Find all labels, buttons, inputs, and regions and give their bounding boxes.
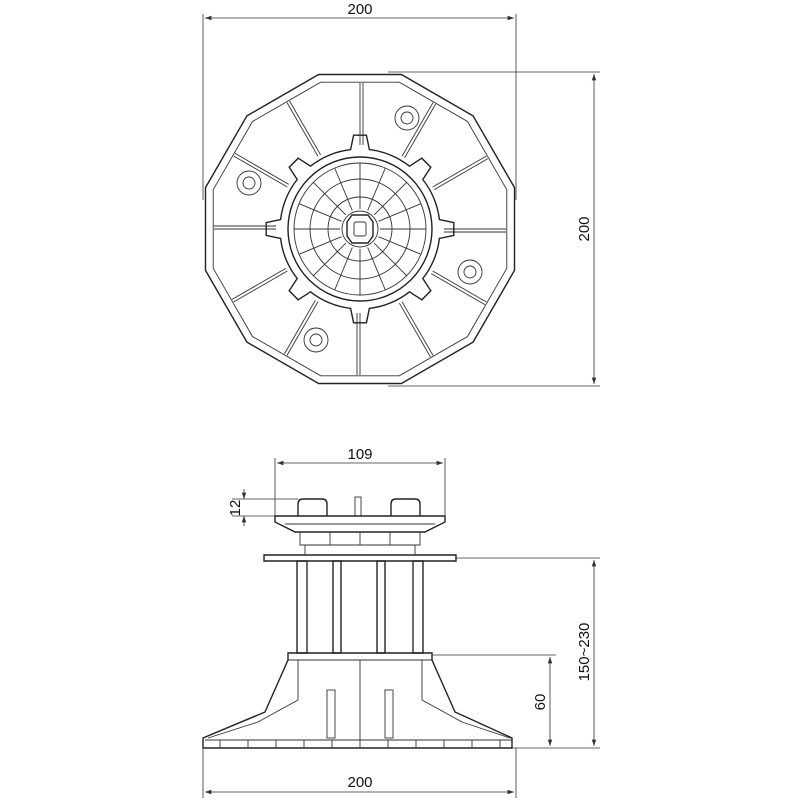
base-plate-outline: [204, 73, 516, 385]
base-plate-ribs: [214, 83, 506, 375]
threaded-shaft: [296, 560, 424, 654]
base-width-label: 200: [347, 774, 372, 791]
lobed-ring: [265, 134, 455, 324]
side-view: 109 12 150~230 60 200: [202, 446, 600, 798]
intermediate-flange: [263, 545, 457, 562]
base-plate-inner-outline: [212, 81, 508, 377]
head-width-dimension: 109: [274, 446, 446, 516]
adjust-range-label: 150~230: [576, 623, 593, 682]
head-spokes: [294, 163, 426, 295]
hex-socket: [346, 214, 374, 244]
head-cap: [274, 496, 446, 546]
head-width-label: 109: [347, 446, 372, 463]
head-height-dimension: 12: [227, 489, 298, 526]
base-height-dimension: 60: [432, 654, 556, 746]
top-width-dimension: 200: [202, 1, 517, 200]
base: [202, 652, 513, 749]
top-width-label: 200: [347, 1, 372, 18]
adjust-range-dimension: 150~230: [456, 557, 600, 749]
head-height-label: 12: [227, 500, 244, 517]
top-height-label: 200: [576, 216, 593, 241]
top-height-dimension: 200: [388, 71, 600, 387]
mounting-holes: [236, 105, 483, 353]
central-head: [265, 134, 455, 324]
base-width-dimension: 200: [202, 748, 517, 798]
top-view: 200 200: [202, 1, 600, 387]
base-height-label: 60: [532, 694, 549, 711]
